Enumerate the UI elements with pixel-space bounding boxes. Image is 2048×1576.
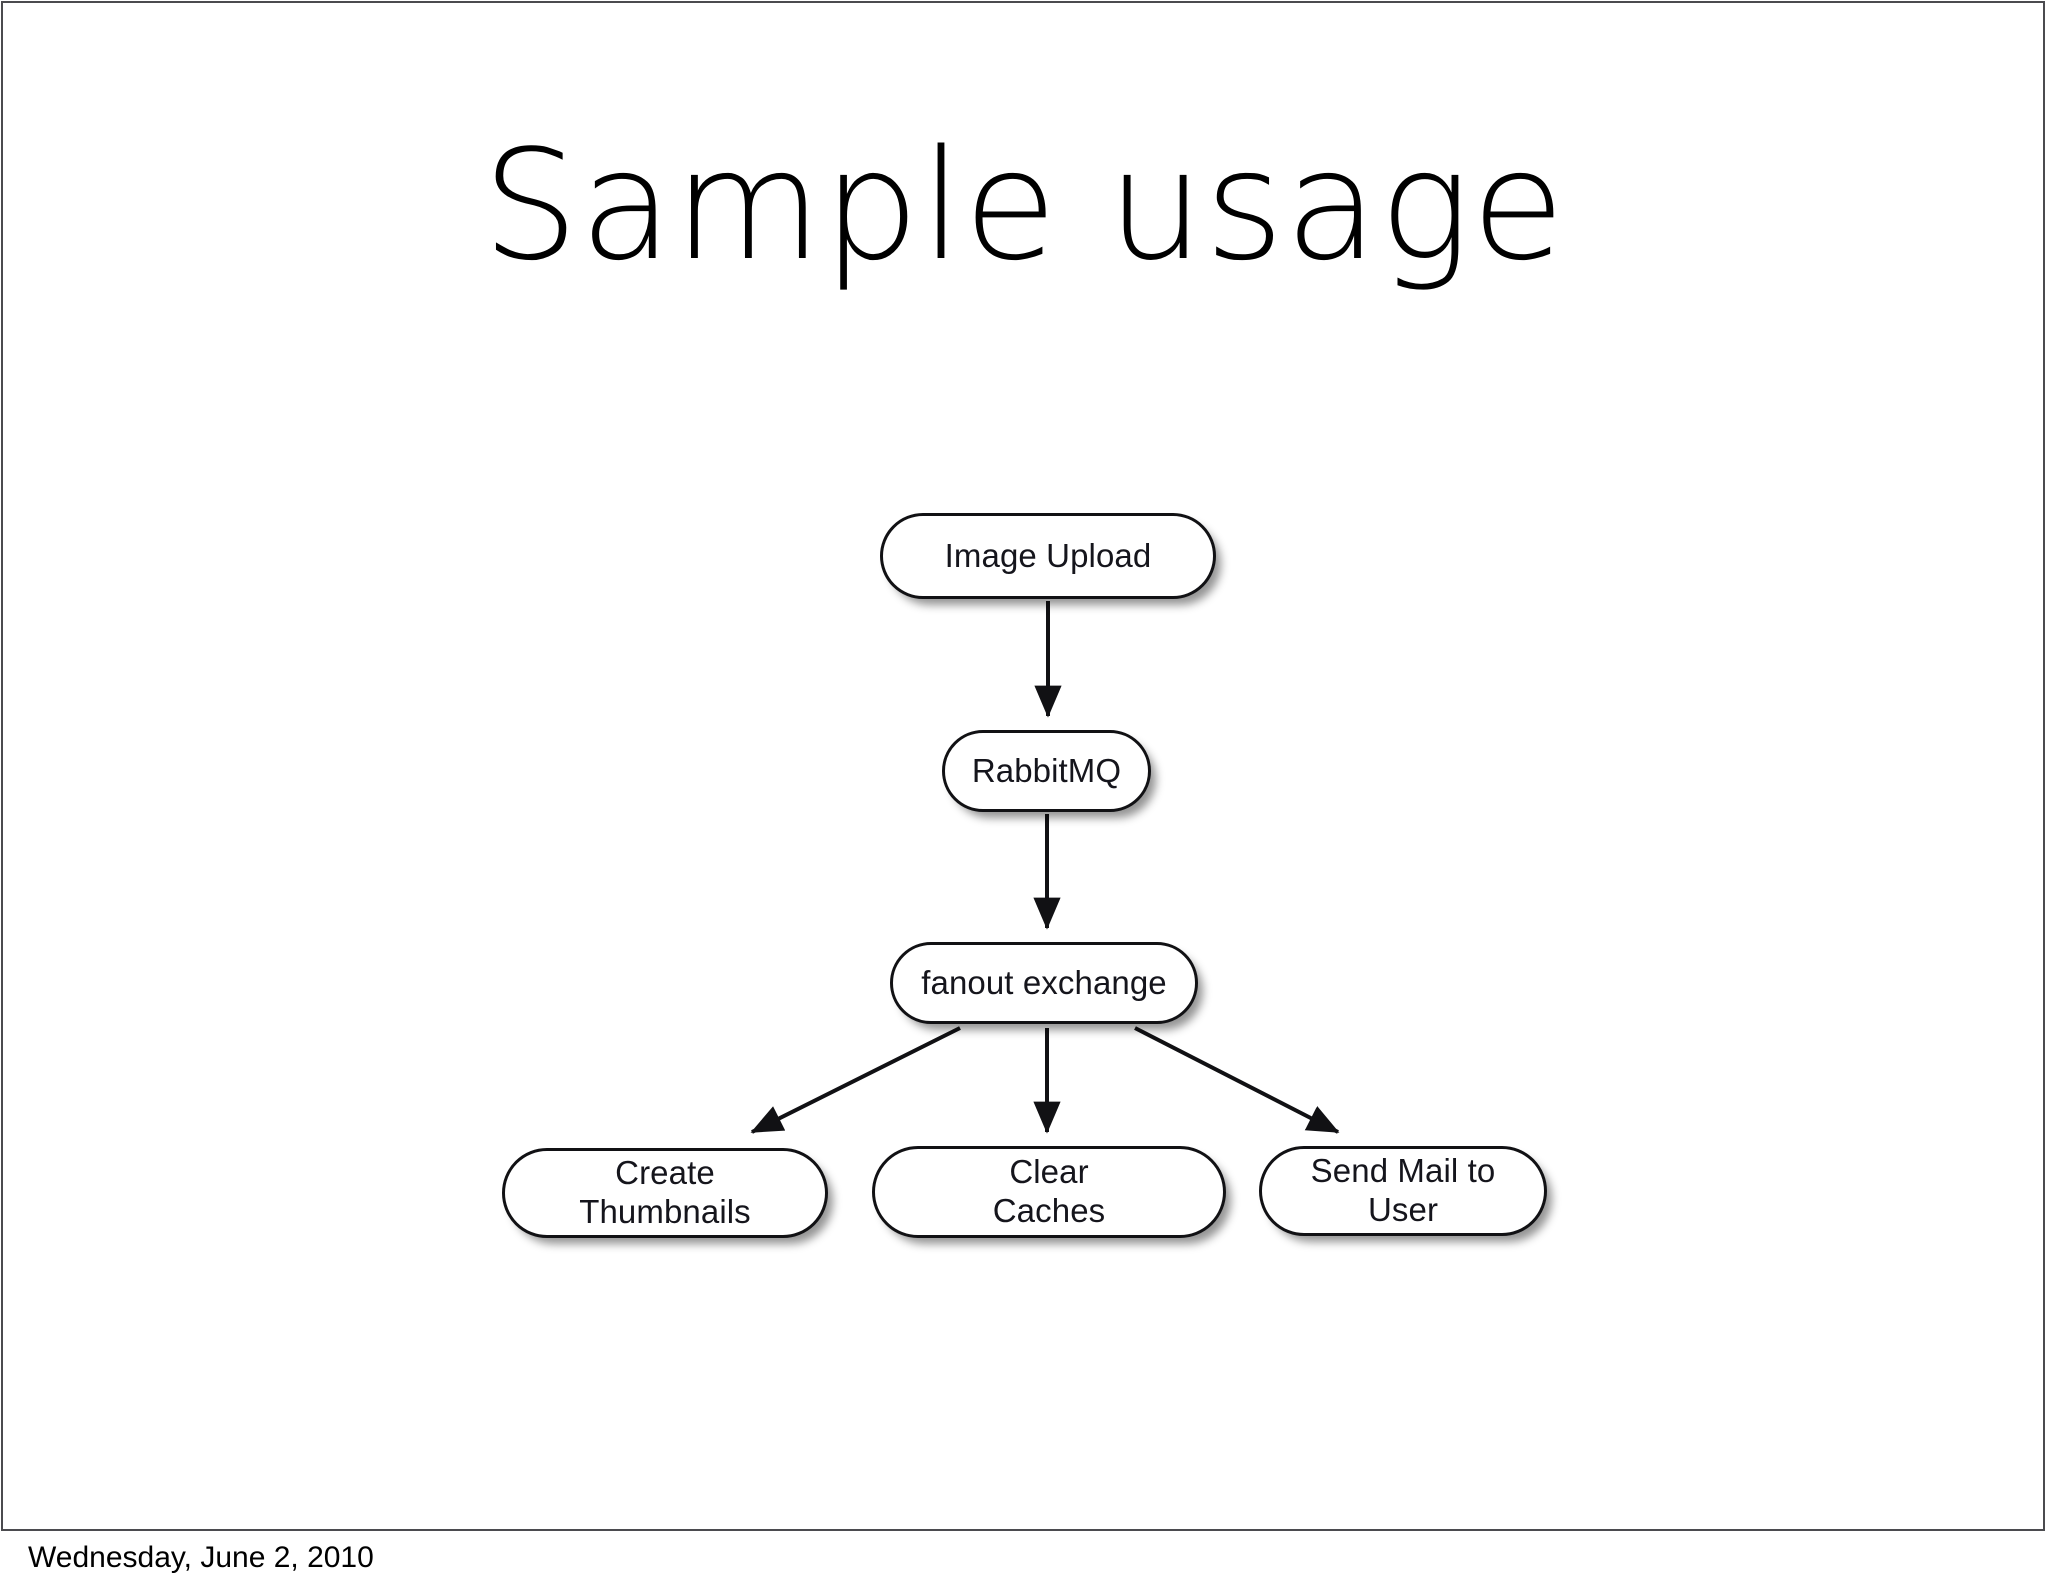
node-image-upload: Image Upload bbox=[880, 513, 1216, 599]
node-send-mail-to-user-label: Send Mail to User bbox=[1310, 1152, 1496, 1228]
footer-date: Wednesday, June 2, 2010 bbox=[28, 1541, 374, 1574]
node-fanout-exchange: fanout exchange bbox=[890, 942, 1198, 1024]
node-rabbitmq-label: RabbitMQ bbox=[971, 751, 1122, 789]
page-title: Sample usage bbox=[482, 117, 1566, 294]
node-rabbitmq: RabbitMQ bbox=[942, 730, 1151, 812]
edge-fanout-to-create-thumbnails bbox=[750, 1026, 961, 1134]
node-create-thumbnails: Create Thumbnails bbox=[502, 1148, 828, 1238]
node-clear-caches: Clear Caches bbox=[872, 1146, 1226, 1238]
node-image-upload-label: Image Upload bbox=[944, 536, 1152, 574]
node-clear-caches-label: Clear Caches bbox=[992, 1153, 1106, 1229]
edge-fanout-to-send-mail bbox=[1134, 1026, 1340, 1134]
node-create-thumbnails-label: Create Thumbnails bbox=[579, 1154, 751, 1230]
node-fanout-exchange-label: fanout exchange bbox=[921, 963, 1167, 1001]
node-send-mail-to-user: Send Mail to User bbox=[1259, 1146, 1547, 1236]
